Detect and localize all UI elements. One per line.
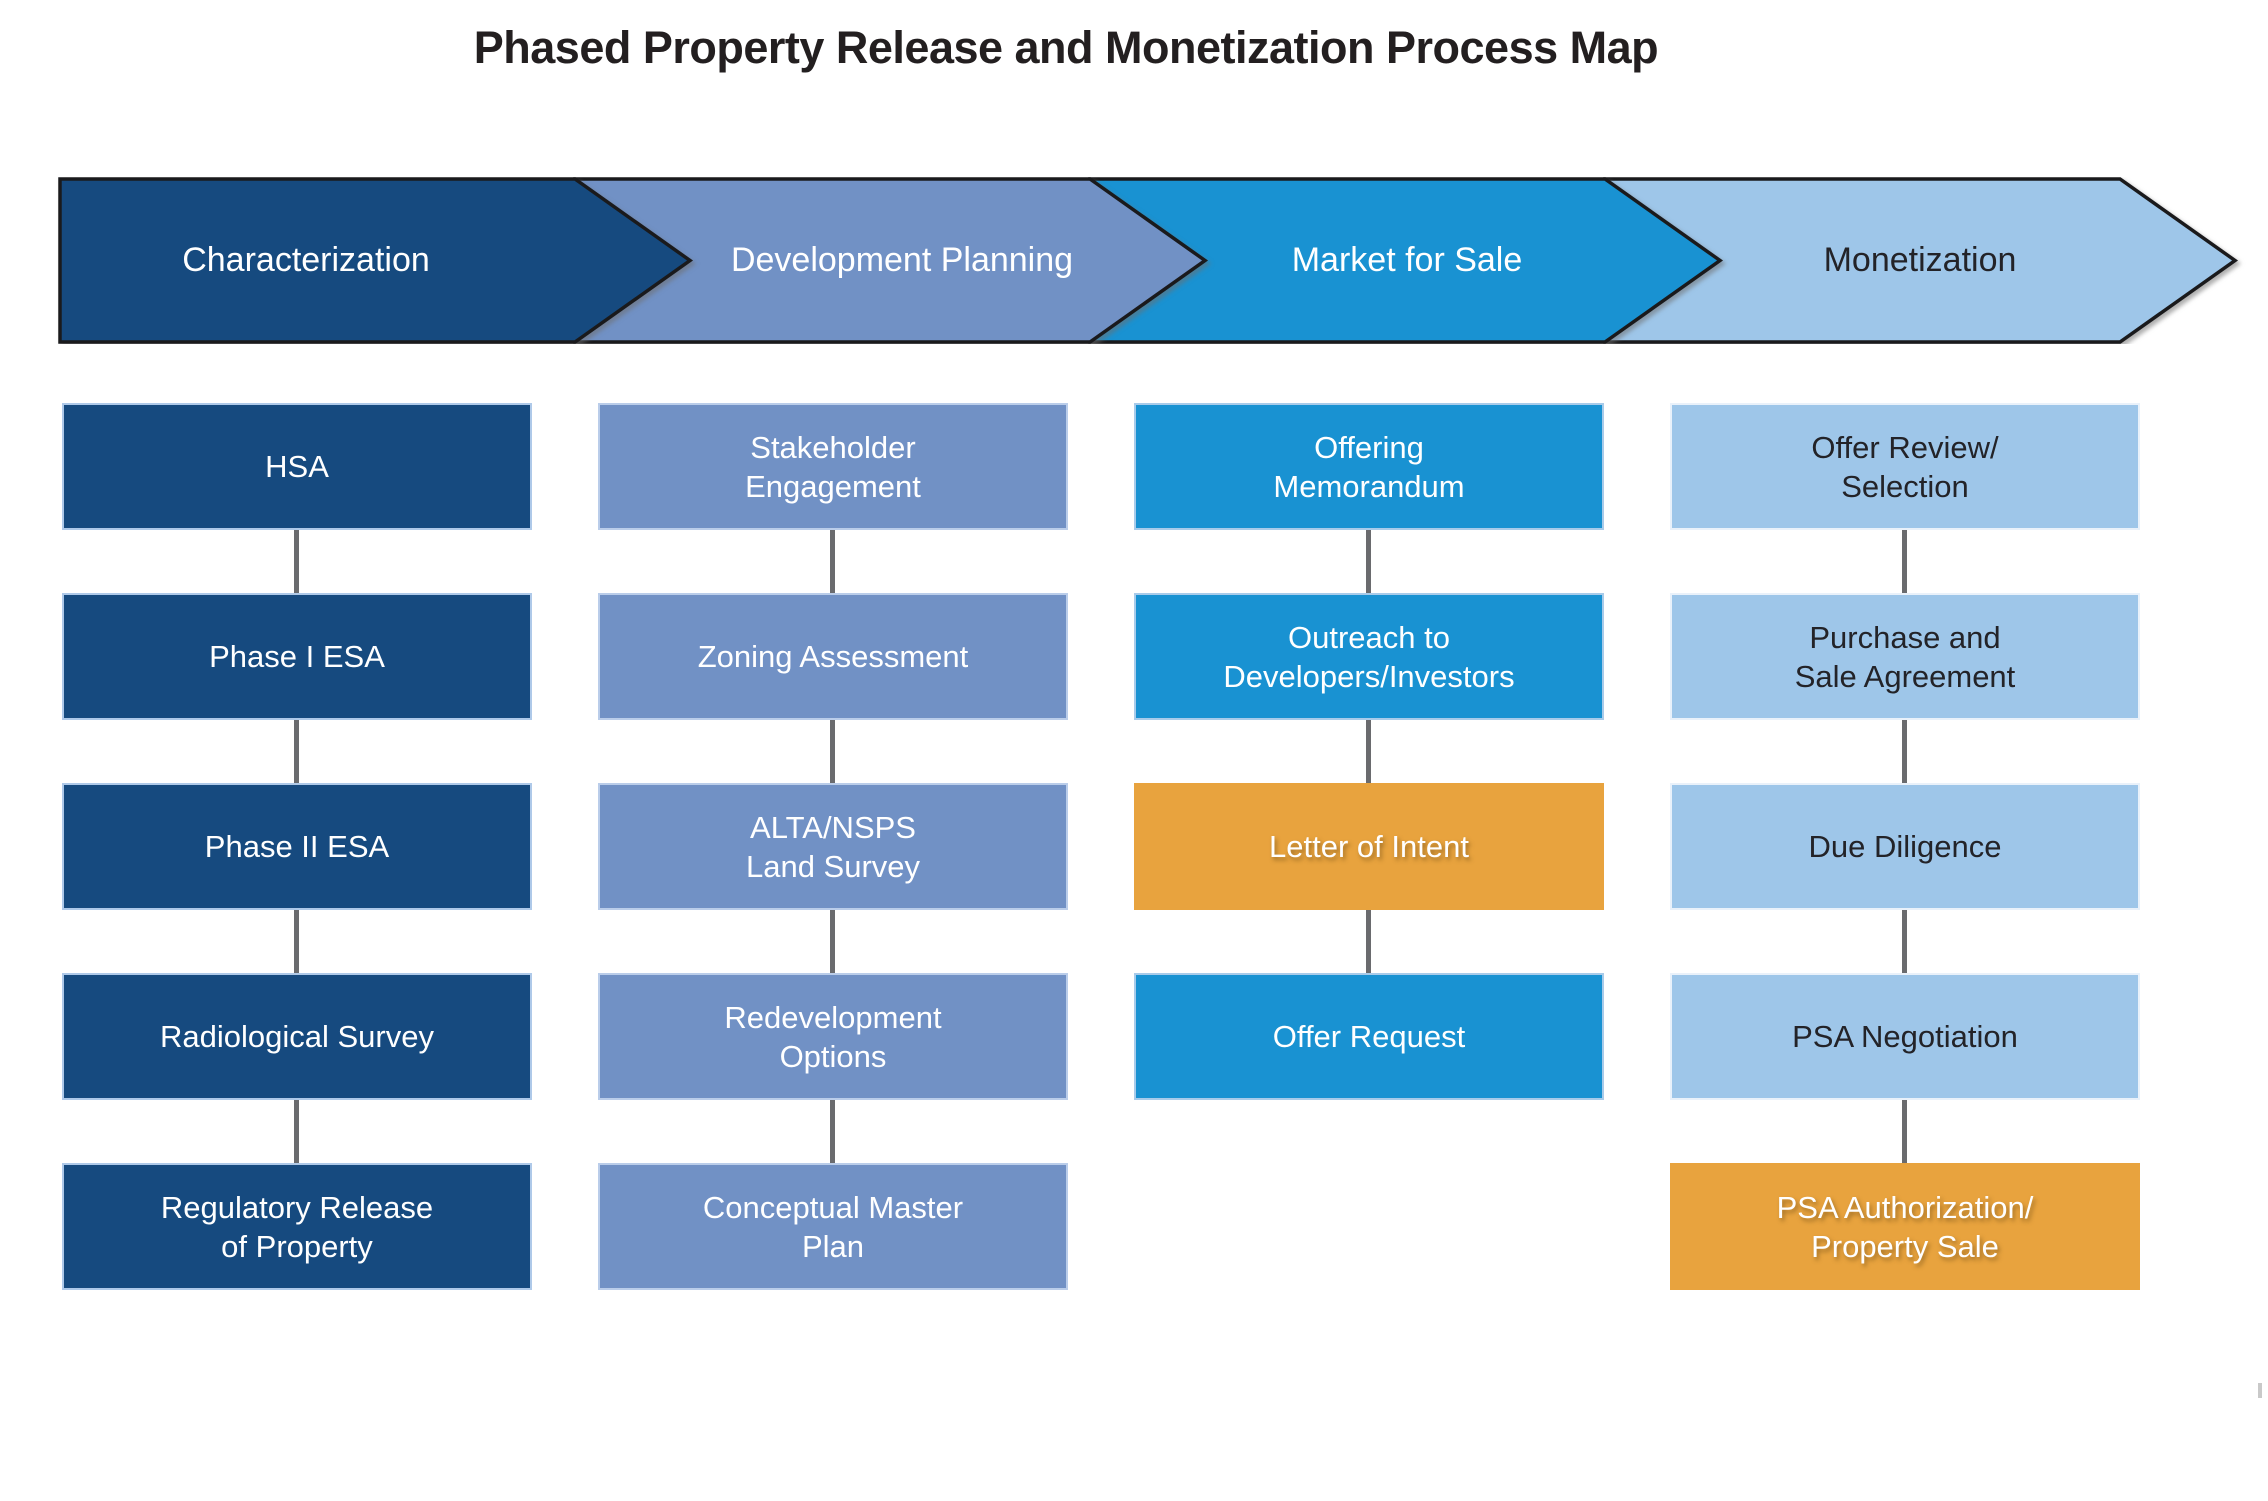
connector-line (830, 1100, 835, 1163)
phase-label-market-for-sale: Market for Sale (1291, 241, 1523, 279)
phase-label-monetization: Monetization (1823, 241, 2017, 279)
connector-line (830, 910, 835, 973)
step-box-outreach-developers-investors: Outreach to Developers/Investors (1134, 593, 1604, 720)
connector-line (1902, 910, 1907, 973)
connector-line (1366, 530, 1371, 593)
step-box-alta-nsps-land-survey: ALTA/NSPS Land Survey (598, 783, 1068, 910)
phase-arrow-shape-characterization (58, 177, 694, 344)
step-box-offer-review-selection: Offer Review/ Selection (1670, 403, 2140, 530)
step-box-psa-authorization-property-sale: PSA Authorization/ Property Sale (1670, 1163, 2140, 1290)
step-box-letter-of-intent: Letter of Intent (1134, 783, 1604, 910)
connector-line (294, 530, 299, 593)
step-box-stakeholder-engagement: Stakeholder Engagement (598, 403, 1068, 530)
connector-line (1366, 910, 1371, 973)
phase-label-characterization: Characterization (182, 241, 430, 279)
connector-line (294, 910, 299, 973)
phase-arrow-band (58, 177, 2239, 344)
step-box-phase-1-esa: Phase I ESA (62, 593, 532, 720)
step-box-psa-negotiation: PSA Negotiation (1670, 973, 2140, 1100)
connector-line (1902, 530, 1907, 593)
step-box-offering-memorandum: Offering Memorandum (1134, 403, 1604, 530)
scan-artifact-mark (2258, 1383, 2262, 1398)
step-box-conceptual-master-plan: Conceptual Master Plan (598, 1163, 1068, 1290)
phase-label-development-planning: Development Planning (730, 241, 1074, 279)
step-box-zoning-assessment: Zoning Assessment (598, 593, 1068, 720)
step-box-phase-2-esa: Phase II ESA (62, 783, 532, 910)
connector-line (1902, 720, 1907, 783)
connector-line (294, 1100, 299, 1163)
step-box-regulatory-release: Regulatory Release of Property (62, 1163, 532, 1290)
connector-line (1366, 720, 1371, 783)
step-box-purchase-sale-agreement: Purchase and Sale Agreement (1670, 593, 2140, 720)
step-box-due-diligence: Due Diligence (1670, 783, 2140, 910)
connector-line (294, 720, 299, 783)
page-title: Phased Property Release and Monetization… (473, 22, 1659, 73)
connector-line (1902, 1100, 1907, 1163)
step-box-radiological-survey: Radiological Survey (62, 973, 532, 1100)
connector-line (830, 530, 835, 593)
step-box-hsa: HSA (62, 403, 532, 530)
step-box-redevelopment-options: Redevelopment Options (598, 973, 1068, 1100)
connector-line (830, 720, 835, 783)
step-box-offer-request: Offer Request (1134, 973, 1604, 1100)
